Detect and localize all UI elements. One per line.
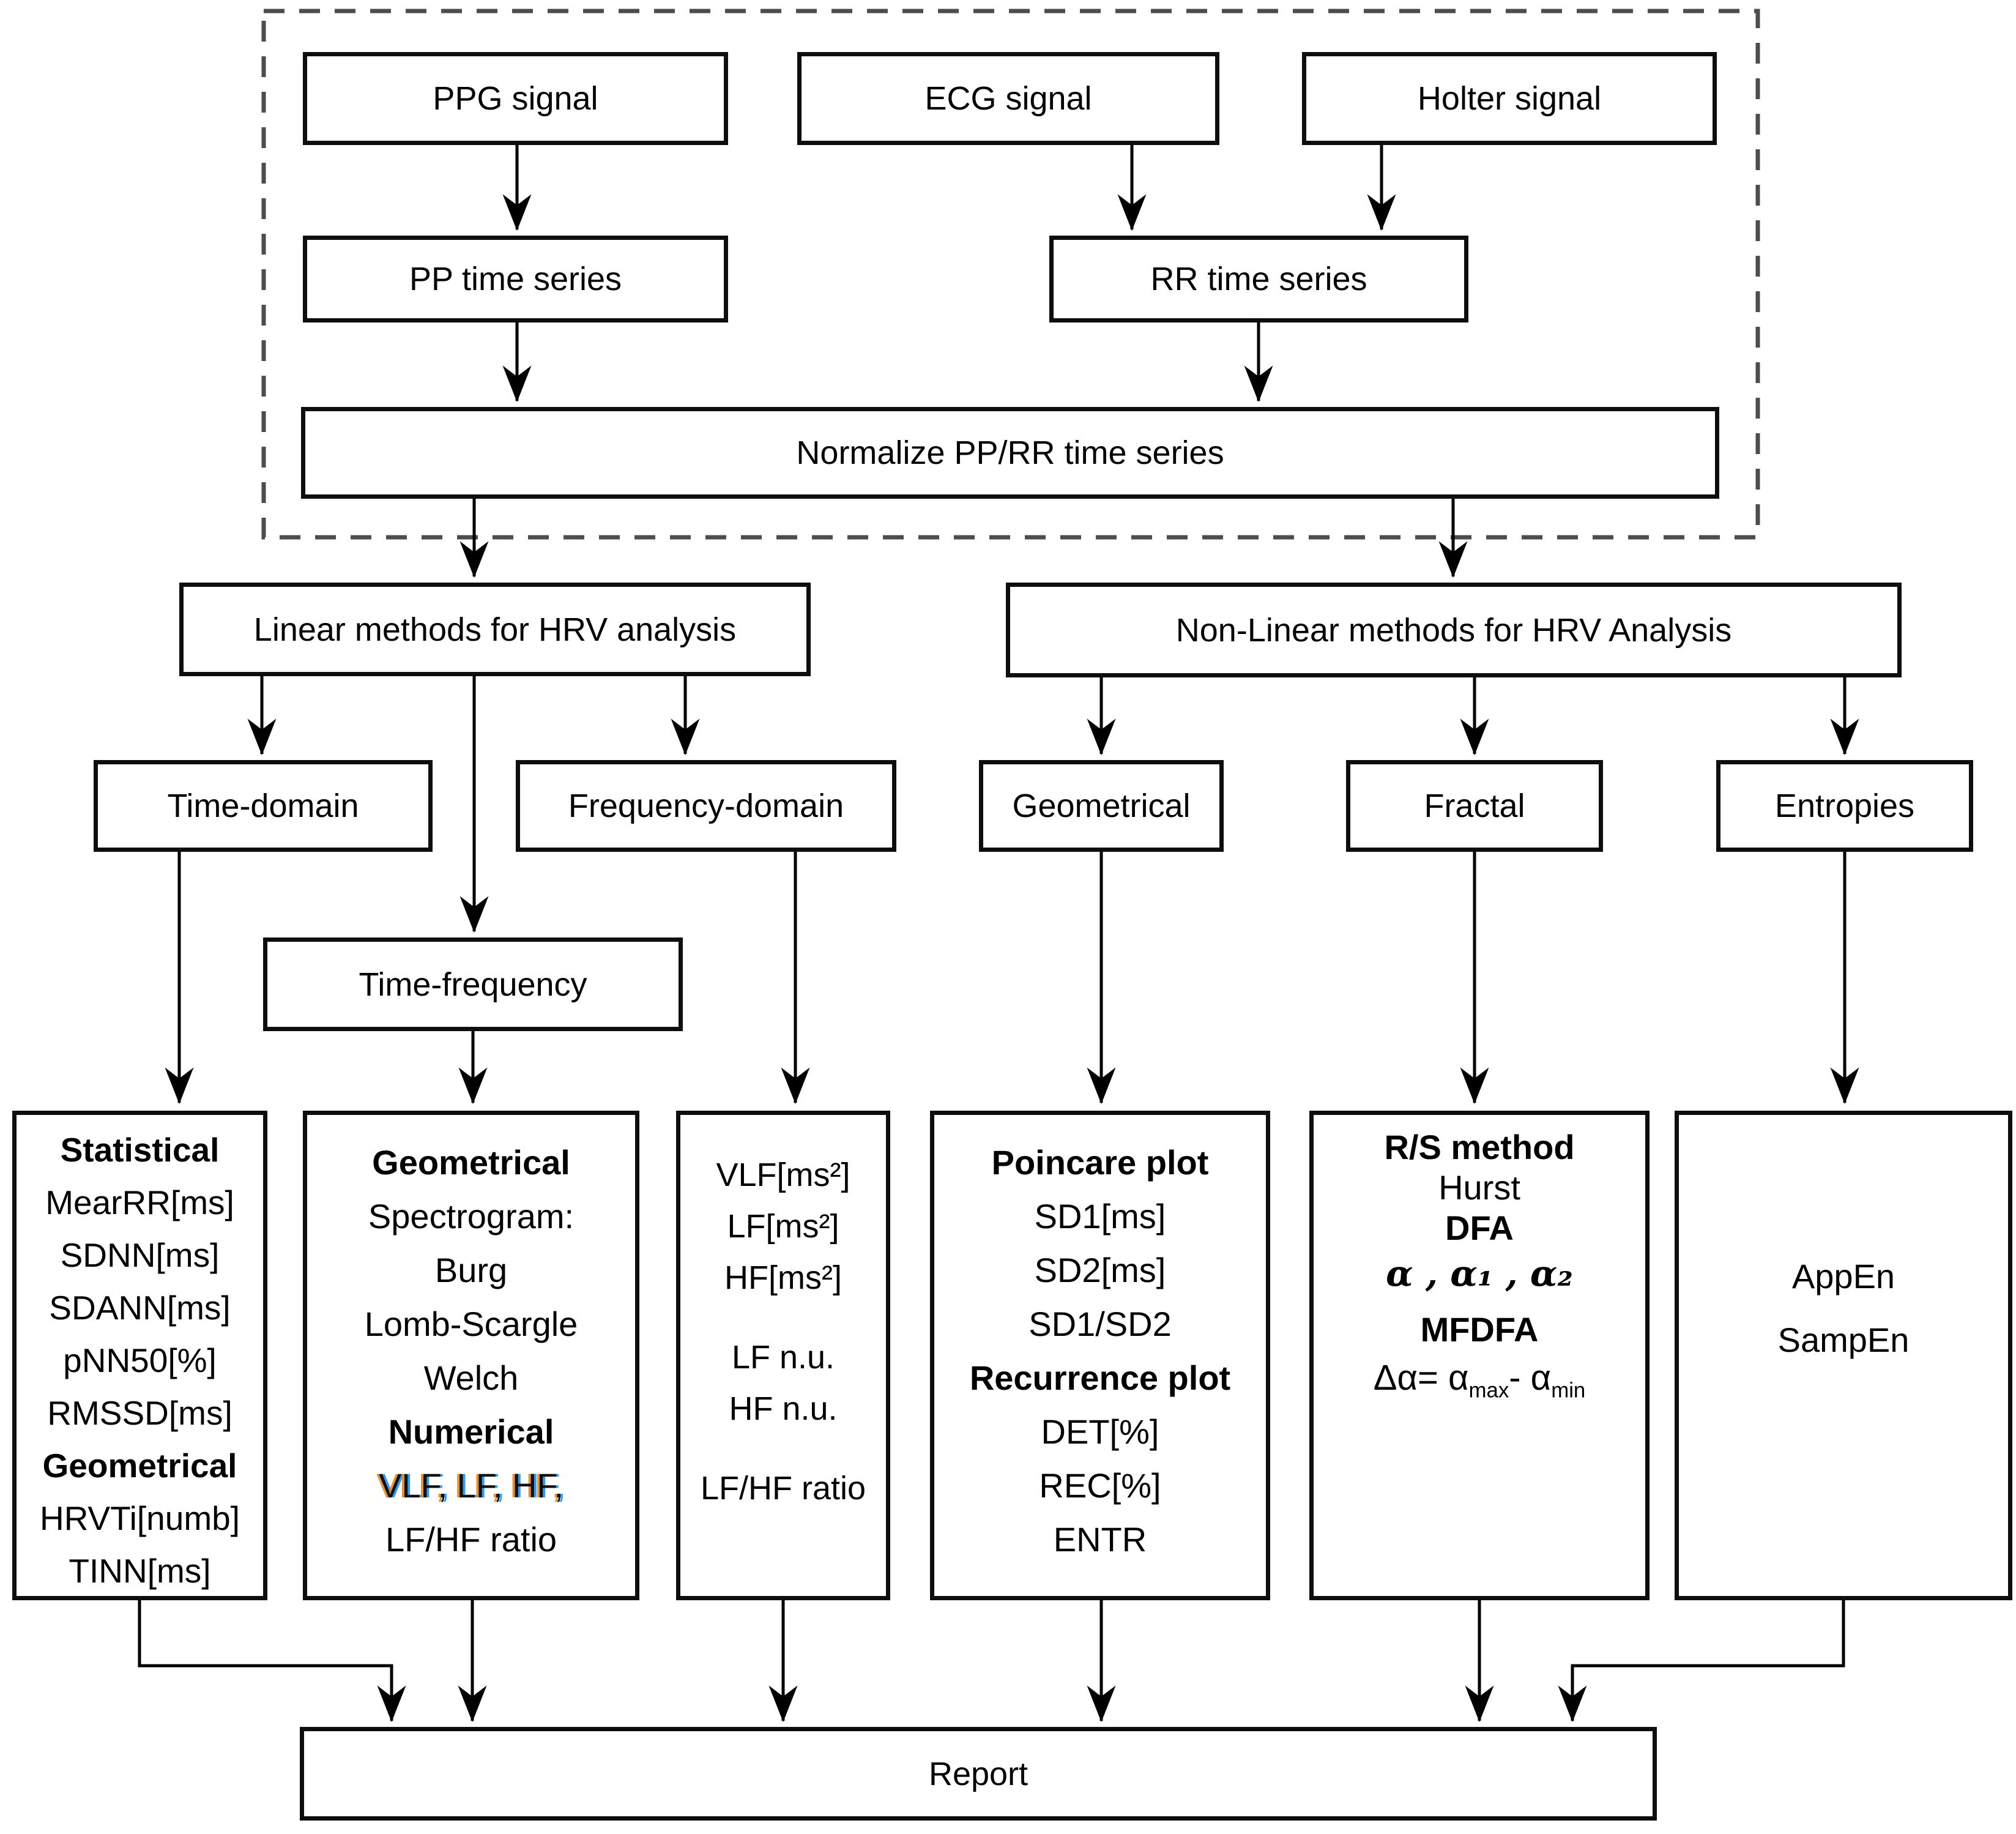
metric-item: ENTR [1053,1520,1147,1559]
panel-heading: Poincare plot [991,1143,1209,1182]
metric-item: LF[ms²] [727,1208,839,1245]
dfa-alpha-exponents: α , α₁ , α₂ [1386,1253,1573,1294]
panel-spectral-methods: Geometrical Spectrogram: Burg Lomb-Scarg… [303,1111,639,1600]
metric-item: TINN[ms] [69,1552,211,1590]
metric-item: RMSSD[ms] [47,1394,232,1432]
metric-item: SampEn [1777,1321,1910,1359]
metric-item-colored: VLF, LF, HF, [379,1466,564,1505]
metric-item: Hurst [1438,1168,1520,1207]
panel-heading: Geometrical [42,1447,237,1485]
formula-subscript: min [1551,1378,1586,1403]
metric-item: Burg [434,1251,508,1289]
metric-item: SDANN[ms] [49,1289,231,1327]
node-normalize-time-series: Normalize PP/RR time series [301,407,1719,499]
node-linear-methods: Linear methods for HRV analysis [179,583,811,676]
node-pp-time-series: PP time series [303,236,728,322]
node-geometrical: Geometrical [979,760,1224,852]
panel-heading: DFA [1445,1209,1514,1247]
metric-item: VLF[ms²] [716,1157,850,1193]
metric-item: SD2[ms] [1034,1251,1166,1289]
node-time-domain: Time-domain [94,760,433,852]
metric-item: HF[ms²] [724,1259,842,1296]
metric-item: REC[%] [1039,1466,1161,1505]
arrow-statistical-to-report [138,1600,406,1723]
formula-subscript: max [1468,1378,1509,1403]
metric-item: HRVTi[numb] [39,1499,240,1537]
node-frequency-domain: Frequency-domain [516,760,896,852]
node-fractal: Fractal [1346,760,1603,852]
panel-poincare-recurrence: Poincare plot SD1[ms] SD2[ms] SD1/SD2 Re… [930,1111,1270,1600]
node-holter-signal: Holter signal [1302,52,1717,145]
node-rr-time-series: RR time series [1049,236,1468,322]
metric-item: pNN50[%] [63,1341,217,1379]
panel-heading: R/S method [1384,1128,1575,1166]
metric-item: Welch [423,1359,519,1397]
mfdfa-delta-formula: Δα= αmax- αmin [1314,1350,1645,1419]
metric-item: SDNN[ms] [60,1236,220,1274]
panel-fractal-metrics: R/S method Hurst DFA α , α₁ , α₂ MFDFA Δ… [1309,1111,1650,1600]
formula-part: Δα= α [1373,1358,1469,1398]
metric-item: LF/HF ratio [700,1470,866,1507]
formula-part: - α [1509,1358,1552,1398]
node-ecg-signal: ECG signal [797,52,1219,145]
panel-heading: Recurrence plot [969,1359,1231,1397]
node-nonlinear-methods: Non-Linear methods for HRV Analysis [1006,583,1902,677]
metric-item: MearRR[ms] [45,1184,234,1221]
node-ppg-signal: PPG signal [303,52,728,145]
metric-item: DET[%] [1041,1412,1159,1451]
panel-heading: MFDFA [1420,1310,1539,1349]
metric-item: HF n.u. [729,1390,838,1427]
metric-item: LF n.u. [731,1339,835,1376]
node-entropies: Entropies [1716,760,1973,852]
panel-heading: Numerical [388,1412,554,1451]
node-report: Report [300,1727,1657,1821]
panel-entropy-metrics: AppEn SampEn [1675,1111,2012,1600]
panel-time-domain-metrics: Statistical MearRR[ms] SDNN[ms] SDANN[ms… [12,1111,267,1600]
panel-heading: Geometrical [372,1143,570,1182]
panel-heading: Statistical [60,1131,220,1169]
node-time-frequency: Time-frequency [263,938,683,1031]
metric-item: LF/HF ratio [385,1520,557,1559]
metric-item: Spectrogram: [368,1197,575,1236]
metric-item: SD1[ms] [1034,1197,1166,1236]
metric-item: AppEn [1791,1257,1895,1295]
arrow-entropyresults-to-report [1558,1600,1845,1723]
panel-frequency-metrics: VLF[ms²] LF[ms²] HF[ms²] LF n.u. HF n.u.… [676,1111,890,1600]
metric-item: Lomb-Scargle [364,1305,578,1343]
metric-item: SD1/SD2 [1028,1305,1172,1343]
